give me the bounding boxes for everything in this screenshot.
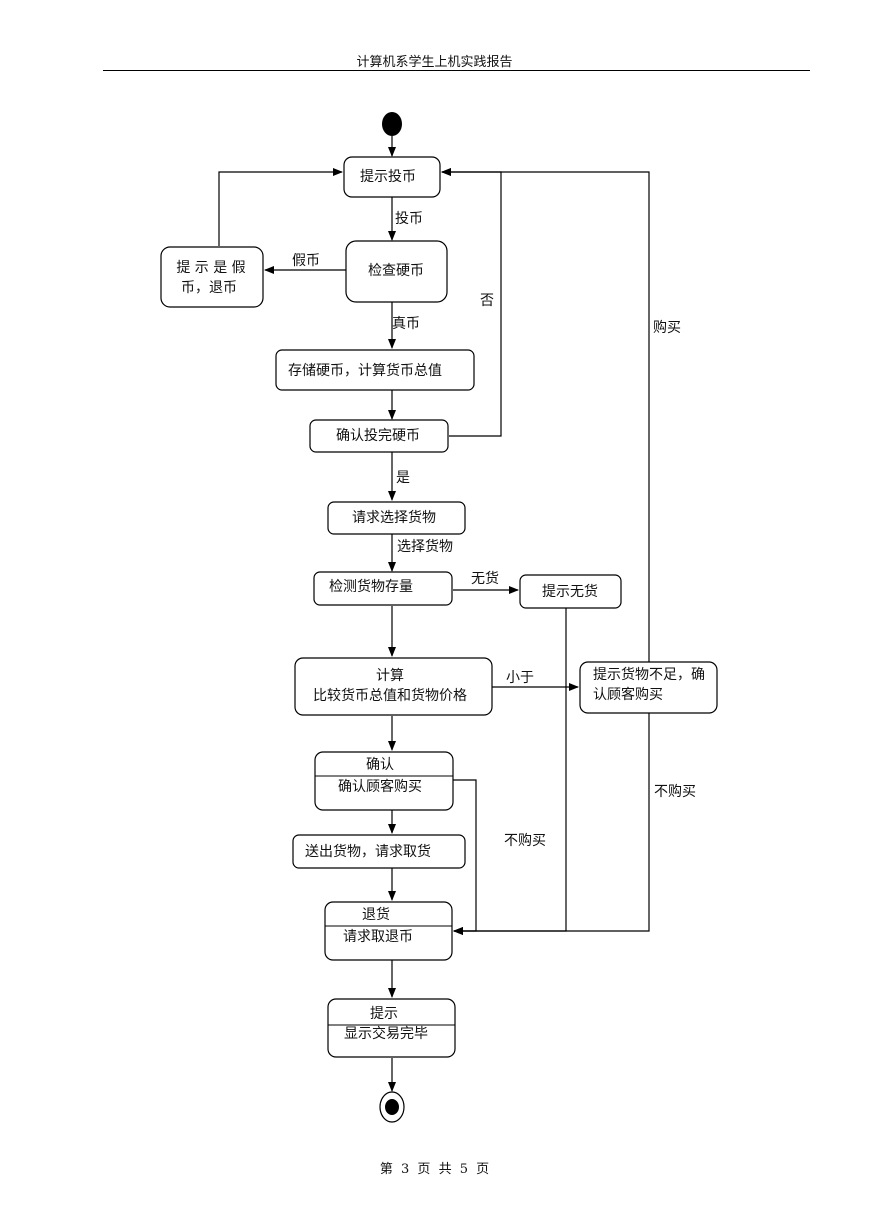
node-deliver-label: 送出货物，请求取货 <box>305 843 431 860</box>
node-check-stock-label: 检测货物存量 <box>329 578 413 595</box>
footer-current-page: 3 <box>400 1162 410 1177</box>
node-refund: 退货 请求取退币 <box>324 901 453 961</box>
edge-nostock-to-refund <box>453 608 567 935</box>
node-confirm-purchase-body: 确认顾客购买 <box>338 778 422 795</box>
node-request-select: 请求选择货物 <box>327 501 466 535</box>
edge-label-not-buy-mid: 不购买 <box>504 833 546 849</box>
edge-label-buy: 购买 <box>653 320 681 336</box>
node-no-stock-label: 提示无货 <box>542 583 598 600</box>
node-insufficient-line2: 认顾客购买 <box>593 686 663 703</box>
node-deliver: 送出货物，请求取货 <box>292 834 466 869</box>
footer-mid1: 页 <box>417 1162 431 1177</box>
end-node <box>379 1091 405 1123</box>
footer-pre: 第 <box>379 1162 393 1177</box>
node-prompt-coin: 提示投币 <box>343 156 441 198</box>
edge-labels: 投币 假币 真币 否 购买 是 选择货物 无货 小于 不购买 不购买 <box>292 211 696 849</box>
node-finish-body: 显示交易完毕 <box>344 1025 428 1042</box>
start-node <box>382 112 402 136</box>
edge-label-out-of-stock: 无货 <box>471 570 499 587</box>
edge-label-not-buy-right: 不购买 <box>654 784 696 800</box>
node-refund-body: 请求取退币 <box>343 929 413 945</box>
edge-label-fake: 假币 <box>292 253 320 269</box>
footer-mid2: 共 <box>438 1162 452 1177</box>
node-fake-coin-line2: 币，退币 <box>181 280 237 296</box>
node-refund-title: 退货 <box>362 906 390 923</box>
node-insufficient-line1: 提示货物不足，确 <box>593 666 705 683</box>
footer-total-pages: 5 <box>459 1162 468 1177</box>
edge-label-select-goods: 选择货物 <box>397 538 453 555</box>
edges <box>218 136 650 1092</box>
node-check-coin: 检查硬币 <box>345 240 448 303</box>
edge-insufficient-notbuy-to-refund <box>453 713 650 935</box>
edge-label-no: 否 <box>480 293 494 309</box>
node-no-stock: 提示无货 <box>519 574 622 609</box>
page-header: 计算机系学生上机实践报告 <box>356 55 513 70</box>
node-confirm-done: 确认投完硬币 <box>309 419 449 453</box>
node-calculate-body: 比较货币总值和货物价格 <box>313 687 467 704</box>
node-prompt-coin-label: 提示投币 <box>360 169 416 185</box>
edge-label-less-than: 小于 <box>506 670 534 686</box>
footer-post: 页 <box>476 1162 490 1177</box>
node-calculate-title: 计算 <box>376 668 404 684</box>
page-footer: 第 3 页 共 5 页 <box>0 1158 869 1177</box>
edge-label-yes: 是 <box>396 470 410 486</box>
node-finish-title: 提示 <box>370 1006 398 1022</box>
node-check-coin-label: 检查硬币 <box>368 263 424 279</box>
edge-label-insert-coin: 投币 <box>395 211 423 227</box>
header-rule <box>103 70 810 71</box>
node-fake-coin: 提 示 是 假 币，退币 <box>160 246 264 308</box>
node-confirm-purchase-title: 确认 <box>366 757 394 773</box>
edge-label-real: 真币 <box>392 316 420 332</box>
node-check-stock: 检测货物存量 <box>313 571 453 606</box>
node-fake-coin-line1: 提 示 是 假 <box>176 260 245 276</box>
node-calculate: 计算 比较货币总值和货物价格 <box>294 657 493 716</box>
edge-buy-to-prompt <box>441 168 650 662</box>
node-insufficient: 提示货物不足，确 认顾客购买 <box>579 661 718 714</box>
node-request-select-label: 请求选择货物 <box>352 509 436 526</box>
node-finish: 提示 显示交易完毕 <box>327 998 456 1058</box>
node-store-coin: 存储硬币，计算货币总值 <box>275 349 475 391</box>
node-confirm-purchase: 确认 确认顾客购买 <box>314 751 454 811</box>
node-store-coin-label: 存储硬币，计算货币总值 <box>288 362 442 379</box>
node-confirm-done-label: 确认投完硬币 <box>336 428 420 444</box>
edge-fake-to-prompt <box>218 168 343 246</box>
